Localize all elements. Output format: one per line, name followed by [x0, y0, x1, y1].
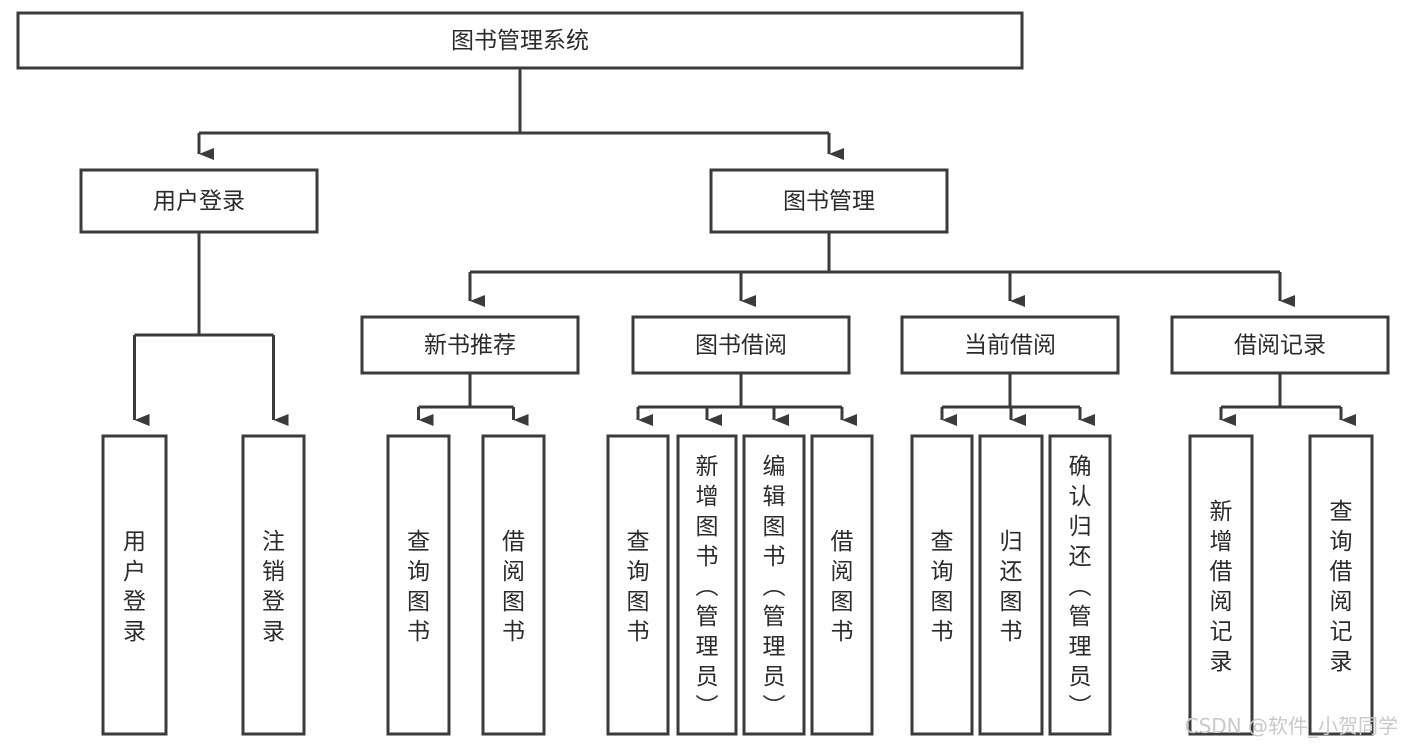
node-layer: 图书管理系统用户登录图书管理新书推荐图书借阅当前借阅借阅记录用户登录注销登录查询…: [16, 11, 1390, 736]
connector-layer: [133, 68, 1356, 426]
connector-图书借阅-to-leaves: [636, 373, 857, 426]
node-level3-3[interactable]: 借阅记录: [1170, 315, 1390, 375]
node-box: [1308, 434, 1374, 736]
node-box: [910, 434, 974, 736]
connector-借阅记录-to-leaves: [1219, 373, 1356, 426]
node-label: 图书管理系统: [451, 28, 589, 54]
node-leaf-2[interactable]: 查询图书: [386, 434, 451, 736]
node-label: 用户登录: [153, 189, 245, 215]
csdn-watermark: CSDN @软件_小贺同学: [1185, 714, 1398, 738]
node-label: 用户登录: [123, 529, 146, 645]
node-root-0[interactable]: 图书管理系统: [16, 11, 1024, 70]
node-box: [101, 434, 168, 736]
node-box: [1170, 315, 1390, 375]
node-box: [360, 315, 580, 375]
node-box: [1188, 434, 1254, 736]
node-leaf-4[interactable]: 查询图书: [606, 434, 670, 736]
node-label: 查询借阅记录: [1330, 499, 1353, 675]
node-box: [16, 11, 1024, 70]
node-label: 归还图书: [1000, 529, 1023, 645]
node-box: [709, 168, 949, 234]
node-leaf-11[interactable]: 新增借阅记录: [1188, 434, 1254, 736]
node-leaf-9[interactable]: 归还图书: [978, 434, 1044, 736]
node-leaf-10[interactable]: 确认归还︵管理员︶: [1048, 434, 1112, 736]
connector-bookmgmt-to-level3: [468, 232, 1295, 307]
node-box: [1048, 434, 1112, 736]
node-box: [481, 434, 546, 736]
node-level2-1[interactable]: 图书管理: [709, 168, 949, 234]
node-box: [742, 434, 806, 736]
node-level3-0[interactable]: 新书推荐: [360, 315, 580, 375]
node-label: 查询图书: [931, 529, 954, 645]
node-box: [978, 434, 1044, 736]
node-level2-0[interactable]: 用户登录: [79, 168, 319, 234]
node-label: 查询图书: [627, 529, 650, 645]
node-leaf-8[interactable]: 查询图书: [910, 434, 974, 736]
node-label: 图书借阅: [695, 333, 787, 359]
node-leaf-7[interactable]: 借阅图书: [810, 434, 874, 736]
watermark-layer: CSDN @软件_小贺同学: [1185, 714, 1398, 738]
node-box: [676, 434, 738, 736]
node-leaf-6[interactable]: 编辑图书︵管理员︶: [742, 434, 806, 736]
node-box: [606, 434, 670, 736]
node-box: [631, 315, 851, 375]
node-leaf-3[interactable]: 借阅图书: [481, 434, 546, 736]
node-box: [900, 315, 1120, 375]
connector-root-to-level2: [197, 68, 844, 160]
node-label: 编辑图书︵管理员︶: [763, 454, 786, 720]
node-box: [79, 168, 319, 234]
node-box: [810, 434, 874, 736]
node-level3-2[interactable]: 当前借阅: [900, 315, 1120, 375]
node-label: 借阅图书: [502, 529, 525, 645]
node-leaf-1[interactable]: 注销登录: [241, 434, 306, 736]
node-leaf-0[interactable]: 用户登录: [101, 434, 168, 736]
node-label: 借阅图书: [831, 529, 854, 645]
node-leaf-5[interactable]: 新增图书︵管理员︶: [676, 434, 738, 736]
node-box: [386, 434, 451, 736]
node-label: 图书管理: [783, 189, 875, 215]
node-label: 确认归还︵管理员︶: [1069, 454, 1092, 720]
node-label: 当前借阅: [964, 333, 1056, 359]
node-level3-1[interactable]: 图书借阅: [631, 315, 851, 375]
node-label: 借阅记录: [1234, 333, 1326, 359]
connector-新书推荐-to-leaves: [417, 373, 529, 426]
node-label: 新增借阅记录: [1210, 499, 1233, 675]
node-leaf-12[interactable]: 查询借阅记录: [1308, 434, 1374, 736]
node-label: 新增图书︵管理员︶: [696, 454, 719, 720]
connector-当前借阅-to-leaves: [940, 373, 1095, 426]
node-label: 查询图书: [407, 529, 430, 645]
node-label: 新书推荐: [424, 333, 516, 359]
node-label: 注销登录: [262, 529, 285, 645]
node-box: [241, 434, 306, 736]
connector-用户登录-to-leaves: [133, 232, 289, 426]
